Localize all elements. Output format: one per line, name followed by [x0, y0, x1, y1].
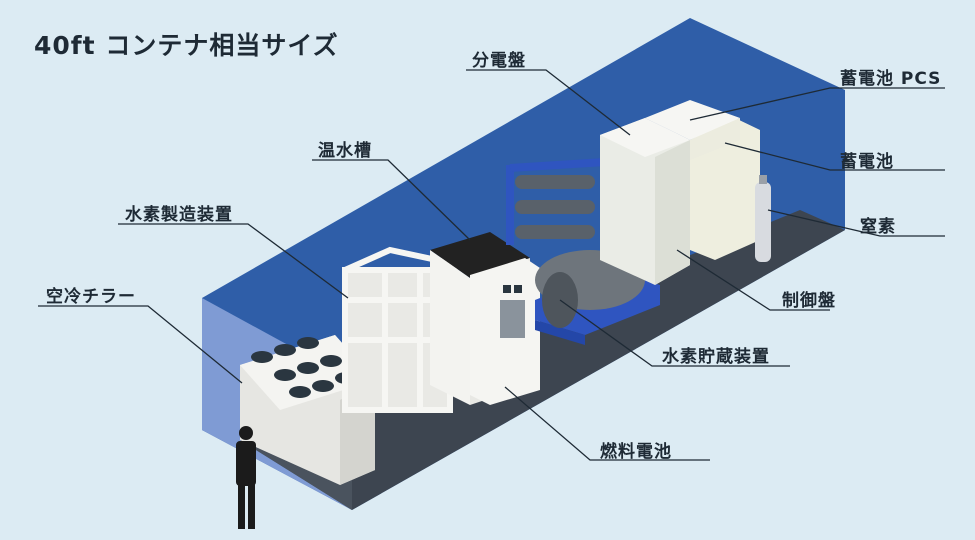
electrolyzer-unit — [342, 246, 469, 413]
leader-hot-water-tank — [312, 159, 471, 241]
fuel-cell-unit — [470, 258, 540, 405]
person-silhouette — [236, 426, 256, 529]
leader-distribution-board — [466, 69, 631, 136]
leader-air-cooled-chiller — [38, 305, 243, 384]
leader-battery-pcs — [689, 87, 945, 121]
leader-nitrogen — [767, 209, 945, 237]
page-title: 40ft コンテナ相当サイズ — [34, 31, 339, 60]
pipe-rack-tubes — [515, 175, 595, 239]
distribution-board-unit — [600, 118, 690, 285]
leader-hydrogen-storage — [559, 299, 790, 367]
label-air-cooled-chiller: 空冷チラー — [46, 287, 136, 307]
leader-control-panel — [676, 249, 830, 311]
leader-fuel-cell — [504, 386, 710, 461]
air-cooled-chiller-unit — [240, 335, 375, 485]
container-floor — [240, 210, 845, 510]
leader-lines — [38, 69, 945, 461]
label-distribution-board: 分電盤 — [472, 51, 526, 71]
label-hot-water-tank: 温水槽 — [318, 141, 372, 161]
label-control-panel: 制御盤 — [782, 291, 836, 311]
label-electrolyzer: 水素製造装置 — [125, 205, 233, 225]
nitrogen-cylinder — [755, 175, 771, 262]
leader-electrolyzer — [118, 223, 349, 299]
label-battery: 蓄電池 — [840, 152, 894, 172]
label-hydrogen-storage: 水素貯蔵装置 — [662, 347, 770, 367]
label-nitrogen: 窒素 — [860, 217, 896, 237]
label-battery-pcs: 蓄電池 PCS — [840, 69, 942, 89]
leader-battery — [724, 142, 945, 171]
label-fuel-cell: 燃料電池 — [600, 442, 672, 462]
